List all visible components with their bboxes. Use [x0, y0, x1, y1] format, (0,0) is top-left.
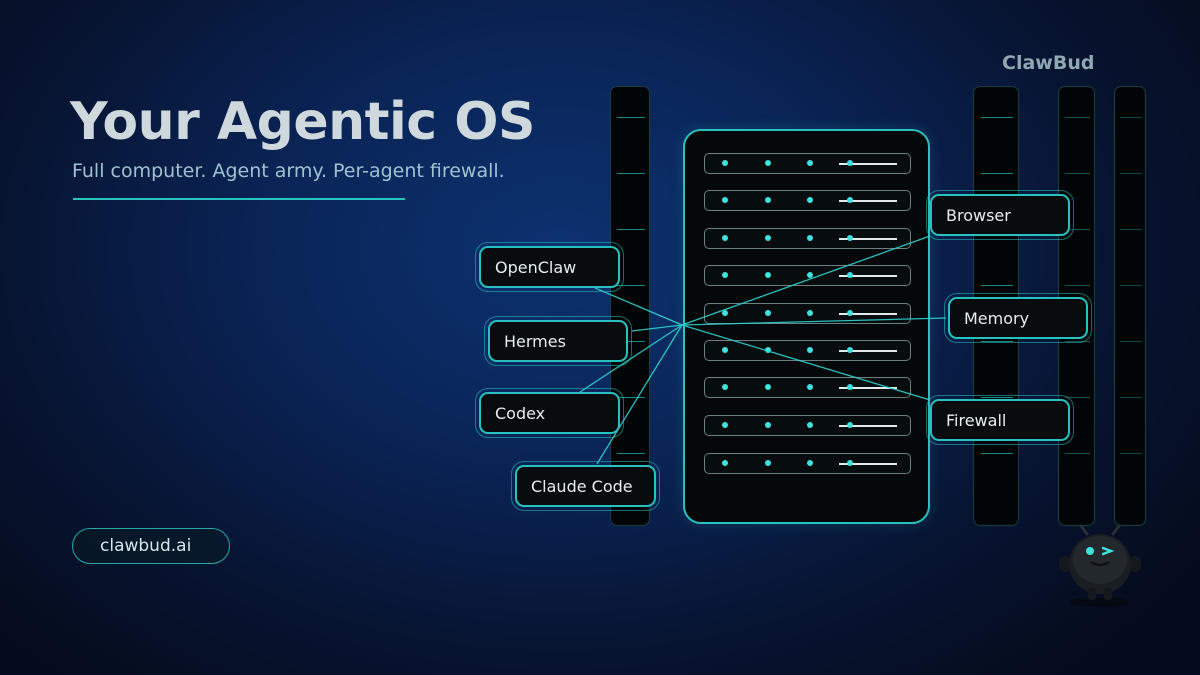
agent-label: OpenClaw	[495, 257, 577, 277]
rack-slot	[704, 228, 911, 249]
rack-slot	[704, 190, 911, 211]
title-underline	[73, 198, 405, 200]
agent-label: Codex	[495, 403, 546, 423]
hero-subtitle: Full computer. Agent army. Per-agent fir…	[72, 160, 505, 182]
server-rack	[683, 129, 930, 524]
rack-slot	[704, 340, 911, 361]
website-link-button[interactable]: clawbud.ai	[72, 528, 230, 564]
service-node-firewall[interactable]: Firewall	[926, 395, 1074, 445]
rack-slot	[704, 415, 911, 436]
website-link-label: clawbud.ai	[100, 536, 192, 556]
agent-node-codex[interactable]: Codex	[475, 388, 624, 438]
service-label: Browser	[946, 205, 1011, 225]
rack-slot	[704, 303, 911, 324]
agent-node-openclaw[interactable]: OpenClaw	[475, 242, 624, 292]
service-label: Firewall	[946, 410, 1007, 430]
service-label: Memory	[964, 308, 1030, 328]
rack-slot	[704, 153, 911, 174]
rack-slot	[704, 453, 911, 474]
agent-node-claude-code[interactable]: Claude Code	[511, 461, 660, 511]
service-node-browser[interactable]: Browser	[926, 190, 1074, 240]
service-node-memory[interactable]: Memory	[944, 293, 1092, 343]
left-pillar	[610, 86, 650, 526]
hero-title: Your Agentic OS	[70, 92, 535, 152]
agent-label: Hermes	[504, 331, 566, 351]
right-pillar-3	[1114, 86, 1146, 526]
rack-slot	[704, 377, 911, 398]
agent-label: Claude Code	[531, 476, 633, 496]
agent-node-hermes[interactable]: Hermes	[484, 316, 632, 366]
brand-name: ClawBud	[1002, 52, 1095, 74]
robot-mascot-icon	[1059, 524, 1141, 607]
rack-slot	[704, 265, 911, 286]
